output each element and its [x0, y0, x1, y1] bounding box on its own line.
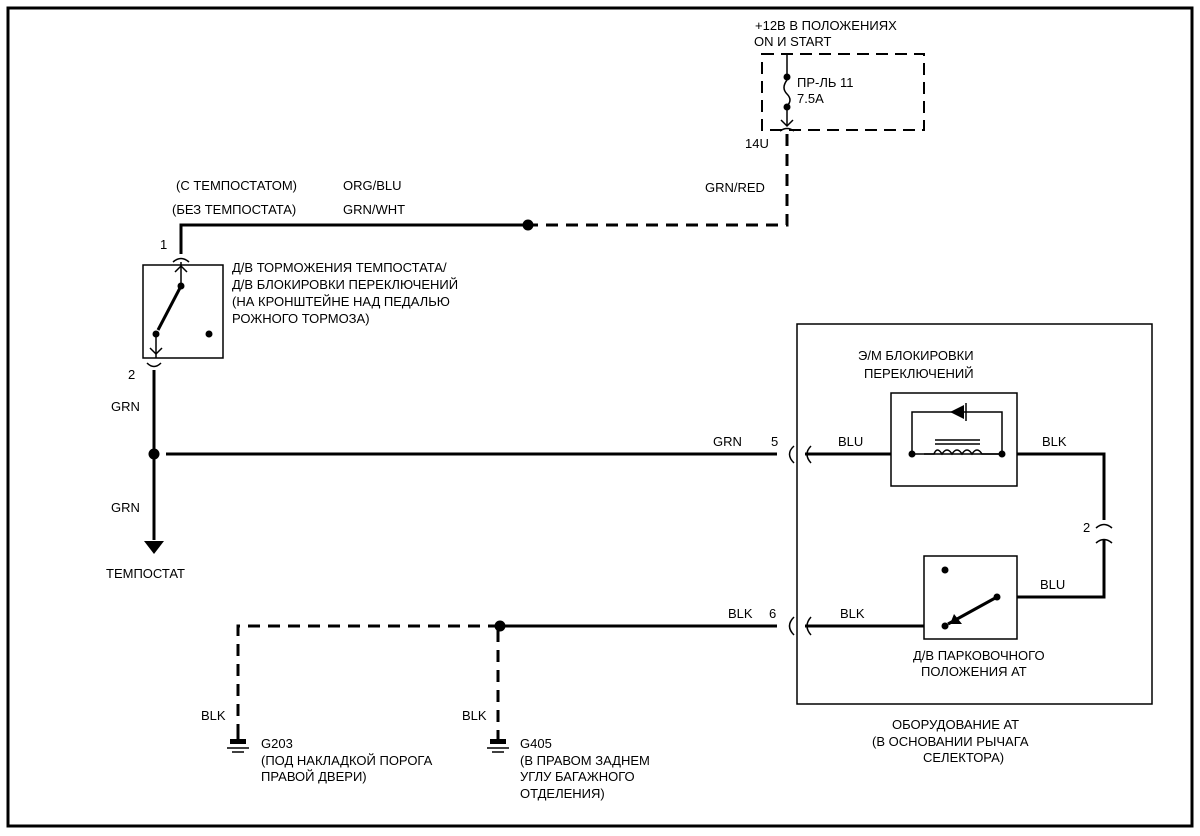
at-equipment-line2: (В ОСНОВАНИИ РЫЧАГА	[872, 734, 1029, 749]
solenoid-line2: ПЕРЕКЛЮЧЕНИЙ	[864, 366, 974, 381]
with-tempostat-color: ORG/BLU	[343, 178, 402, 193]
with-tempostat-label: (С ТЕМПОСТАТОМ)	[176, 178, 297, 193]
tempostat-label: ТЕМПОСТАТ	[106, 566, 185, 581]
wire-grn-red	[528, 134, 789, 227]
outer-frame	[6, 6, 1194, 828]
brake-switch-line2: Д/В БЛОКИРОВКИ ПЕРЕКЛЮЧЕНИЙ	[232, 277, 458, 292]
fuse-supply-line2: ON И START	[754, 34, 832, 49]
solenoid-line1: Э/М БЛОКИРОВКИ	[858, 348, 974, 363]
connector-6-left	[788, 616, 795, 636]
wire-grn-red-label: GRN/RED	[705, 180, 765, 195]
fuse-connector-label: 14U	[745, 136, 769, 151]
tempostat-arrow	[144, 541, 164, 554]
brake-switch-pin1: 1	[160, 237, 167, 252]
fuse-supply-line1: +12В В ПОЛОЖЕНИЯХ	[755, 18, 897, 33]
at-equipment-box	[796, 323, 1153, 705]
wire-blk-g405-label: BLK	[462, 708, 487, 723]
connector-2-bottom	[1095, 538, 1113, 544]
connector-5-left	[788, 445, 795, 464]
wire-blk-g203-label: BLK	[201, 708, 226, 723]
ground-g405-line3: ОТДЕЛЕНИЯ)	[520, 786, 605, 801]
splice-middle	[148, 448, 160, 460]
wire-blk-out-label: BLK	[1042, 434, 1067, 449]
wire-to-brake-switch	[179, 223, 528, 254]
park-switch-line2: ПОЛОЖЕНИЯ АТ	[921, 664, 1027, 679]
brake-switch-pin2: 2	[128, 367, 135, 382]
wire-grn-top-label: GRN	[111, 399, 140, 414]
ground-g405-line2: УГЛУ БАГАЖНОГО	[520, 769, 635, 784]
solenoid	[890, 392, 1018, 487]
fuse-name: ПР-ЛЬ 11	[797, 75, 854, 90]
connector-pin5-label: 5	[771, 434, 778, 449]
without-tempostat-color: GRN/WHT	[343, 202, 405, 217]
ground-g405-symbol	[487, 730, 509, 753]
brake-switch	[142, 257, 224, 368]
park-switch	[923, 555, 1018, 640]
ground-g203-line2: ПРАВОЙ ДВЕРИ)	[261, 769, 367, 784]
ground-g405-line1: (В ПРАВОМ ЗАДНЕМ	[520, 753, 650, 768]
ground-g203-symbol	[227, 730, 249, 753]
wire-grn-bottom-label: GRN	[111, 500, 140, 515]
brake-switch-line3: (НА КРОНШТЕЙНЕ НАД ПЕДАЛЬЮ	[232, 294, 450, 309]
park-switch-line1: Д/В ПАРКОВОЧНОГО	[913, 648, 1045, 663]
brake-switch-line1: Д/В ТОРМОЖЕНИЯ ТЕМПОСТАТА/	[232, 260, 447, 275]
connector-2-top	[1095, 523, 1113, 529]
wire-blk-out	[1017, 452, 1106, 520]
without-tempostat-label: (БЕЗ ТЕМПОСТАТА)	[172, 202, 296, 217]
ground-g203-line1: (ПОД НАКЛАДКОЙ ПОРОГА	[261, 753, 433, 768]
ground-g203-id: G203	[261, 736, 293, 751]
wire-blk-switch-label: BLK	[840, 606, 865, 621]
at-equipment-line1: ОБОРУДОВАНИЕ АТ	[892, 717, 1019, 732]
connector-6-right	[806, 616, 812, 636]
wire-blu-in-label: BLU	[838, 434, 863, 449]
brake-switch-line4: РОЖНОГО ТОРМОЗА)	[232, 311, 370, 326]
connector-pin6-label: 6	[769, 606, 776, 621]
wire-blu-return	[1017, 540, 1106, 599]
wire-blk-trunk-label: BLK	[728, 606, 753, 621]
wire-grn-solenoid-label: GRN	[713, 434, 742, 449]
fuse-rating: 7.5А	[797, 91, 824, 106]
wire-blu-return-label: BLU	[1040, 577, 1065, 592]
ground-g405-id: G405	[520, 736, 552, 751]
fuse-box	[761, 53, 925, 132]
at-equipment-line3: СЕЛЕКТОРА)	[923, 750, 1004, 765]
wire-blk-g203	[236, 624, 500, 730]
connector-pin2-label: 2	[1083, 520, 1090, 535]
